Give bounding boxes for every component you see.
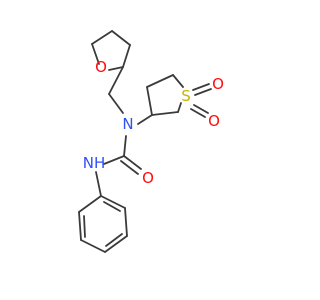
bond-thf-c5-o — [108, 66, 124, 71]
molecule-diagram: O N S O O NH O — [78, 30, 224, 253]
bond-thf-c4-c5 — [122, 44, 131, 68]
bond-ph-4 — [80, 239, 106, 253]
bond-sulf-c5-s — [172, 74, 184, 88]
bond-carbonyl-2 — [120, 160, 139, 175]
bond-sulf-c2-c3 — [151, 111, 179, 116]
bond-ph-inner-3 — [83, 215, 86, 238]
atom-o-carbonyl: O — [142, 169, 154, 187]
bond-ph-2 — [124, 207, 128, 237]
atom-o-sulfone-bottom: O — [208, 112, 220, 130]
bond-sulf-c4-c5 — [146, 74, 174, 88]
atom-labels: O N S O O NH O — [83, 58, 224, 187]
bond-ph-5 — [78, 211, 82, 241]
bond-ph-inner-2 — [105, 233, 123, 247]
bond-s-o-top-1 — [192, 83, 210, 91]
atom-o-sulfone-top: O — [212, 75, 224, 93]
bond-thf-ch2 — [108, 66, 124, 95]
bond-s-o-bottom-1 — [193, 104, 209, 114]
atom-o-thf: O — [95, 58, 107, 76]
bond-ph-3 — [104, 235, 128, 253]
bond-ph-1 — [100, 195, 126, 209]
bond-skeleton — [78, 30, 212, 253]
bond-nh-phenyl — [95, 171, 102, 197]
bond-s-o-top-2 — [194, 88, 212, 96]
bond-ch2-n — [108, 93, 124, 114]
bond-ph-inner-1 — [103, 201, 121, 212]
bond-ph-6 — [78, 195, 102, 213]
atom-n-amide: N — [122, 115, 133, 133]
bond-n-ring-c — [137, 114, 153, 125]
bond-thf-c2-c3 — [91, 30, 113, 45]
bond-carbonyl-1 — [123, 155, 142, 170]
bond-sulf-c3-c4 — [146, 86, 153, 116]
bond-s-o-bottom-2 — [190, 108, 206, 118]
atom-s-sulfone: S — [181, 87, 191, 105]
bond-n-carbonyl-c — [123, 135, 127, 157]
bond-thf-o-c2 — [91, 43, 100, 65]
atom-nh-urea: NH — [83, 154, 106, 172]
bond-thf-c3-c4 — [111, 30, 131, 46]
bond-c-nh — [103, 155, 125, 165]
bond-sulf-s-c2 — [177, 102, 182, 113]
